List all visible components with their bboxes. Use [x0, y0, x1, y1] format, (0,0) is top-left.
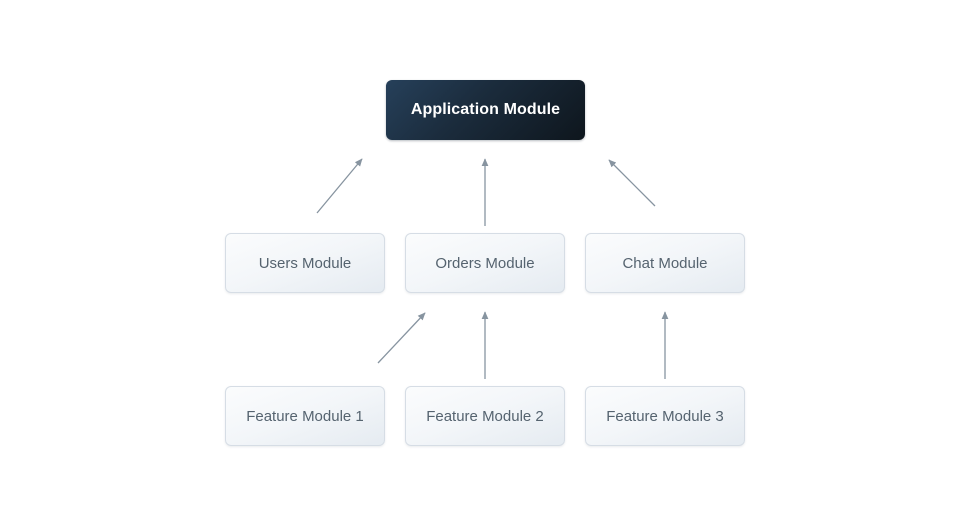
arrow-users-to-application [316, 158, 363, 214]
node-feature-module-2-label: Feature Module 2 [426, 407, 544, 425]
node-orders-module[interactable]: Orders Module [405, 233, 565, 293]
node-feature-module-3-label: Feature Module 3 [606, 407, 724, 425]
node-feature-module-1[interactable]: Feature Module 1 [225, 386, 385, 446]
node-orders-module-label: Orders Module [435, 254, 535, 272]
node-feature-module-2[interactable]: Feature Module 2 [405, 386, 565, 446]
node-chat-module[interactable]: Chat Module [585, 233, 745, 293]
node-feature-module-3[interactable]: Feature Module 3 [585, 386, 745, 446]
node-users-module[interactable]: Users Module [225, 233, 385, 293]
arrow-chat-to-application [608, 159, 656, 207]
node-application-module[interactable]: Application Module [386, 80, 585, 140]
node-feature-module-1-label: Feature Module 1 [246, 407, 364, 425]
node-chat-module-label: Chat Module [622, 254, 708, 272]
node-application-module-label: Application Module [410, 101, 561, 118]
arrow-feature1-to-users [377, 312, 426, 364]
node-users-module-label: Users Module [258, 254, 352, 272]
